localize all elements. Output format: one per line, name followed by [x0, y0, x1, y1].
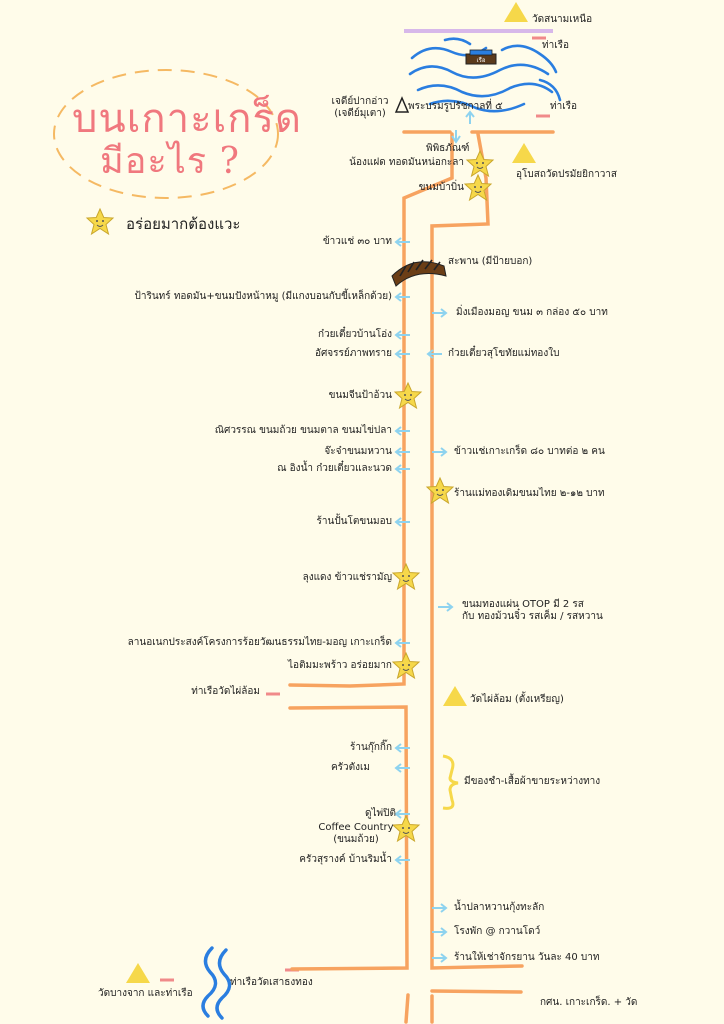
arrow-up-icon	[451, 110, 475, 144]
label-pier-wat-phai-lom: ท่าเรือวัดไผ่ล้อม	[191, 686, 260, 697]
label-chedi-2: (เจดีย์มุเตา)	[334, 108, 386, 119]
river-bottom-waves	[201, 946, 232, 1020]
label-mae-thong: ร้านแม่ทองเดิมขนมไทย ๒-๑๒ บาท	[454, 488, 605, 499]
chedi-triangle-icon	[394, 96, 410, 113]
label-kuay-tiew-ong: ก๋วยเตี๋ยวบ้านโอ่ง	[318, 329, 392, 340]
bridge-icon	[391, 259, 447, 287]
label-nong-faet: น้องแฝด ทอดมันหน่อกะลา	[349, 157, 464, 168]
label-souvenir: มีของชำ-เสื้อผ้าขายระหว่างทาง	[464, 776, 601, 787]
label-ja-jam: จ๊ะจ๋าขนมหวาน	[324, 446, 392, 457]
label-bike-rent: ร้านให้เช่าจักรยาน วันละ 40 บาท	[454, 952, 600, 963]
label-rama5: พระบรมรูปรัชกาลที่ ๕	[408, 101, 503, 112]
label-na-ing-nam: ณ อิงน้ำ ก๋วยเตี๋ยวและนวด	[277, 463, 392, 474]
label-chedi-1: เจดีย์ปากอ่าว	[331, 96, 389, 107]
label-mingmuang: มิ่งเมืองมอญ ขนม ๓ กล่อง ๕๐ บาท	[456, 307, 608, 318]
label-ice-cream: ไอติมมะพร้าว อร่อยมาก	[288, 660, 392, 671]
label-otop-2: กับ ทองม้วนจิ๋ว รสเค็ม / รสหวาน	[462, 611, 603, 622]
arrow-icon	[427, 349, 443, 359]
title-oval	[53, 69, 279, 199]
star-icon	[466, 150, 494, 177]
bracket-icon	[442, 754, 459, 810]
label-khao-chae-30: ข้าวแช่ ๓๐ บาท	[322, 236, 392, 247]
arrow-icon	[431, 927, 447, 937]
label-assachan: อัศจรรย์ภาพทราย	[314, 348, 392, 359]
boat-icon: เรือ	[465, 49, 497, 65]
label-wat-bang-chak: วัดบางจาก และท่าเรือ	[98, 988, 193, 999]
label-khrua-dang-mae: ครัวตังเม	[330, 762, 370, 773]
page-title: บนเกาะเกร็ด	[72, 96, 302, 142]
label-ran-pan: ร้านปั้นโตขนมอบ	[316, 516, 393, 527]
arrow-icon	[431, 903, 447, 913]
label-pier-wat-sao: ท่าเรือวัดเสาธงทอง	[230, 977, 313, 988]
label-coffee-country: Coffee Country	[318, 822, 394, 833]
label-lan-anek: ลานอเนกประสงค์โครงการร้อยวัฒนธรรมไทย-มอญ…	[127, 637, 392, 648]
label-pier-right: ท่าเรือ	[550, 101, 578, 112]
label-coffee-note: (ขนมถ้วย)	[333, 834, 379, 845]
label-credit: กศน. เกาะเกร็ด. + วัด	[540, 997, 638, 1008]
legend-star-icon	[86, 208, 114, 235]
star-icon	[394, 382, 422, 409]
label-wat-phai-lom: วัดไผ่ล้อม (ตั้งเหรียญ)	[470, 694, 564, 705]
temple-triangle-icon	[512, 143, 536, 163]
label-khanom-jeen: ขนมจีนป้าอ้วน	[328, 390, 392, 401]
label-khao-chae-80: ข้าวแช่เกาะเกร็ด ๘๐ บาทต่อ ๒ คน	[454, 446, 605, 457]
star-icon	[392, 563, 420, 590]
label-khanom-ba-bin: ขนมบ้าบิ่น	[418, 182, 464, 193]
label-otop-1: ขนมทองแผ่น OTOP มี 2 รส	[462, 599, 584, 610]
label-du-phai-piti: ดูไพ่ปิติ	[365, 808, 396, 819]
legend-label: อร่อยมากต้องแวะ	[126, 215, 241, 233]
temple-triangle-icon	[504, 2, 528, 22]
label-museum: พิพิธภัณฑ์	[426, 143, 470, 154]
label-nisawan: ณิศวรรณ ขนมถ้วย ขนมตาล ขนมไข่ปลา	[214, 425, 392, 436]
label-ubosot: อุโบสถวัดปรมัยยิกาวาส	[516, 169, 618, 180]
page-subtitle: มีอะไร ?	[100, 141, 240, 182]
label-ran-kuk-kik: ร้านกุ๊กกิ๊ก	[349, 742, 392, 753]
arrow-icon	[437, 602, 453, 612]
temple-triangle-icon	[443, 686, 467, 706]
boat-label: เรือ	[477, 56, 486, 64]
arrow-icon	[431, 953, 447, 963]
arrow-icon	[431, 447, 447, 457]
label-wat-sanam-nuea: วัดสนามเหนือ	[532, 14, 593, 25]
label-nam-pla-wan: น้ำปลาหวานกุ้งทะลัก	[454, 902, 545, 913]
arrow-icon	[431, 308, 447, 318]
label-rongphak: โรงพัก @ กวานโดว์	[454, 926, 541, 937]
star-icon	[392, 652, 420, 679]
label-kuay-tiew-sukhothai: ก๋วยเตี๋ยวสุโขทัยแม่ทองใบ	[448, 348, 560, 359]
label-pier-top: ท่าเรือ	[542, 40, 570, 51]
label-pa-rin: ป้ารินทร์ ทอดมัน+ขนมปังหน้าหมู (มีแกงบอน…	[134, 291, 392, 302]
label-lung-daeng: ลุงแดง ข้าวแช่รามัญ	[302, 572, 392, 583]
label-khrua-surang: ครัวสุรางค์ บ้านริมน้ำ	[299, 854, 392, 865]
temple-triangle-icon	[126, 963, 150, 983]
label-saphan: สะพาน (มีป้ายบอก)	[448, 256, 533, 267]
